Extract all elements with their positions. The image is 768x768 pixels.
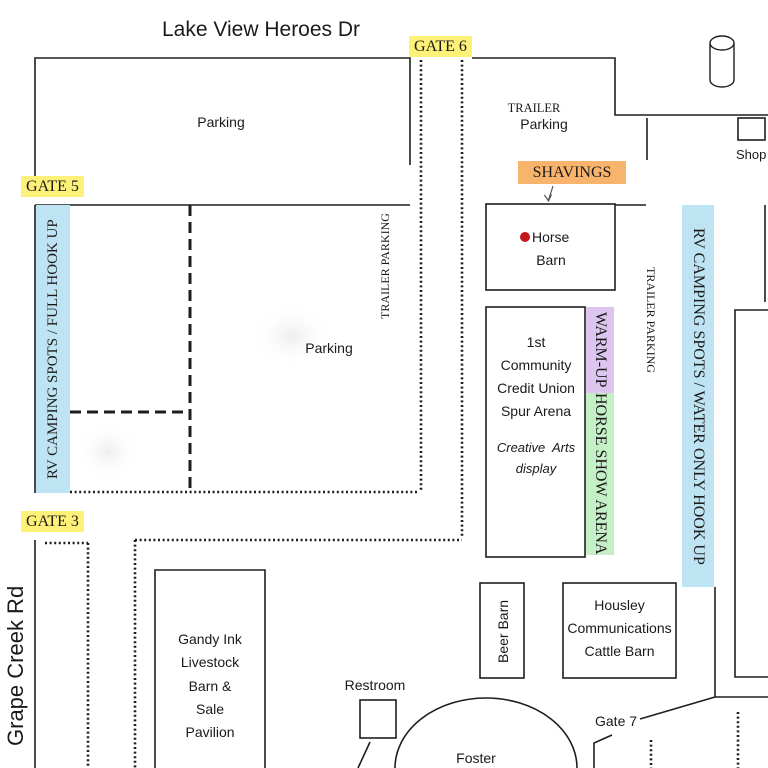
spur-arena-name-line: 1st (526, 334, 546, 350)
center-parking-label: Parking (305, 340, 353, 356)
creative-arts-note-line: Creative Arts (496, 440, 576, 455)
foster-label: Foster (456, 750, 496, 766)
cattle-barn-label-line: Communications (567, 620, 672, 636)
creative-arts-note-line: display (515, 461, 557, 476)
cattle-barn-label-line: Cattle Barn (584, 643, 655, 659)
spur-arena-name-line: Credit Union (497, 380, 575, 396)
trailer-parking-east-label: TRAILER PARKING (644, 267, 658, 373)
restroom-label: Restroom (344, 677, 406, 693)
north-parking-label: Parking (197, 114, 245, 130)
rv-camping-west-label: RV CAMPING SPOTS / FULL HOOK UP (36, 205, 70, 493)
creative-arts-note: Creative Arts display (488, 437, 584, 479)
beer-barn-label: Beer Barn (495, 599, 511, 663)
red-dot-marker-icon (520, 232, 530, 242)
trailer-parking-top-label-line1: TRAILER (507, 101, 561, 115)
livestock-pavilion-label: Gandy Ink Livestock Barn & Sale Pavilion (156, 628, 264, 744)
cattle-barn-label: Housley Communications Cattle Barn (564, 594, 675, 663)
spur-arena-name: 1st Community Credit Union Spur Arena (488, 331, 584, 423)
livestock-pavilion-label-line: Pavilion (185, 724, 235, 741)
east-lower-boundary (714, 587, 768, 698)
shop-label: Shop (736, 147, 767, 162)
trailer-parking-top-label-line2: Parking (520, 116, 568, 132)
arrow-down-icon (544, 185, 554, 203)
beer-barn-building (479, 582, 525, 679)
gate-5-label: GATE 5 (21, 176, 84, 197)
warm-up-label: WARM-UP (586, 307, 614, 393)
east-building (734, 309, 768, 678)
horse-barn-label-line2: Barn (536, 252, 566, 268)
livestock-pavilion-label-line: Gandy Ink (178, 631, 242, 647)
north-parking-boundary (34, 57, 411, 176)
gate7-line-east (639, 696, 716, 720)
horse-barn-building (485, 203, 616, 291)
spur-arena-name-line: Spur Arena (500, 403, 572, 419)
cattle-barn-building (562, 582, 677, 679)
spur-arena-name-line: Community (500, 357, 572, 373)
foster-building-arc (394, 697, 578, 768)
livestock-pavilion-label-line: Sale (195, 700, 225, 717)
shavings-label: SHAVINGS (518, 161, 626, 184)
spur-arena-building (485, 306, 586, 558)
restroom-path-line (357, 741, 371, 768)
shop-building (737, 117, 766, 141)
rv-camping-east-label: RV CAMPING SPOTS / WATER ONLY HOOK UP (682, 205, 714, 587)
cattle-barn-label-line: Housley (594, 597, 645, 613)
map-smudge (74, 422, 142, 482)
gate-3-label: GATE 3 (21, 511, 84, 532)
trailer-parking-west-label: TRAILER PARKING (378, 213, 392, 319)
livestock-pavilion-building (154, 569, 266, 768)
cylinder-tank-icon (709, 35, 735, 88)
gate-7-label: Gate 7 (595, 713, 638, 729)
livestock-pavilion-label-line: Barn & (188, 677, 232, 694)
road-label-lake-view-heroes-dr: Lake View Heroes Dr (162, 18, 361, 41)
map-smudge (252, 304, 332, 368)
horse-barn-label-line1: Horse (532, 229, 570, 245)
gate7-line-west (593, 734, 613, 768)
gate-6-label: GATE 6 (409, 36, 472, 57)
road-label-grape-creek-rd: Grape Creek Rd (3, 585, 28, 747)
livestock-pavilion-label-line: Livestock (180, 654, 240, 671)
north-east-boundary (472, 57, 768, 116)
horse-show-arena-label: HORSE SHOW ARENA (586, 393, 614, 555)
restroom-building (359, 699, 397, 739)
